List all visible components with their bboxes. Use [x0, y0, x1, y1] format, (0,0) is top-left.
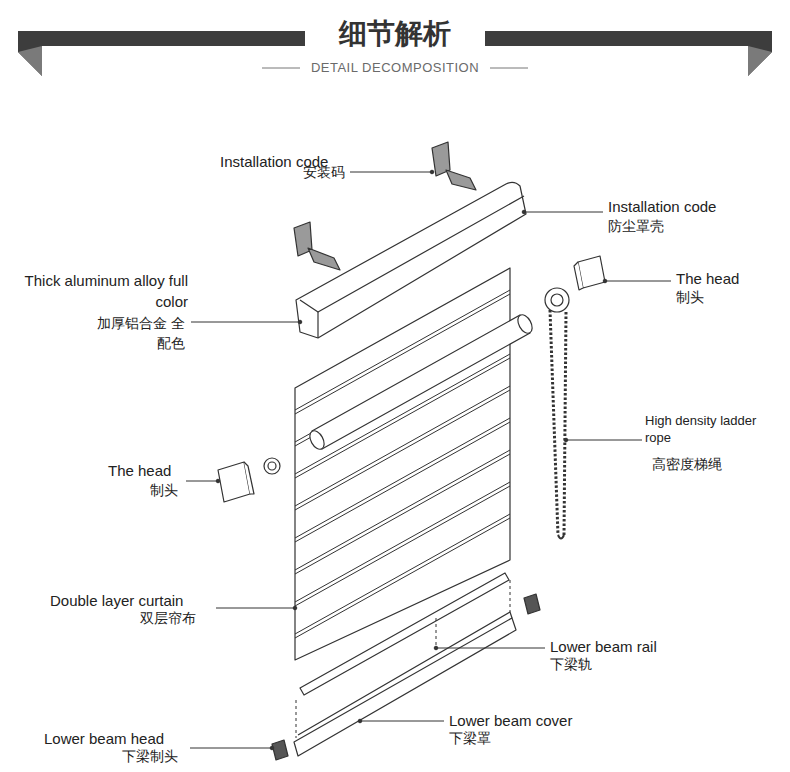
chain-gear: [545, 288, 569, 312]
lower-head: [272, 740, 288, 760]
page-title: 细节解析: [305, 17, 485, 51]
part-name-cn: 制头: [150, 482, 210, 499]
header-fold: [18, 46, 42, 76]
part-name: Lower beam head: [44, 730, 204, 748]
roller-tube: [312, 315, 530, 449]
part-name-cn: 下梁轨: [550, 656, 630, 673]
curtain: [295, 268, 510, 660]
end-ring: [264, 458, 280, 474]
subtitle-rule: [490, 68, 528, 69]
header-bar: [485, 31, 772, 76]
part-name: Lower beam rail: [550, 638, 730, 656]
leader-lines: [186, 170, 671, 750]
tube-end: [307, 428, 327, 451]
part-name: The head: [108, 462, 208, 480]
part-name-cn: 双层帘布: [140, 610, 220, 627]
part-name-cn: 防尘罩壳: [608, 218, 708, 235]
part-name-cn: 加厚铝合金 全配色: [90, 313, 185, 353]
part-name: Installation code: [220, 153, 370, 171]
part-name-cn: 高密度梯绳: [652, 456, 762, 473]
part-name-cn: 制头: [676, 289, 756, 306]
part-name: Thick aluminum alloy full color: [13, 270, 188, 312]
part-name-cn: 下梁制头: [122, 748, 202, 765]
header-fold: [748, 46, 772, 76]
part-name: Installation code: [608, 198, 758, 216]
parts: [218, 142, 605, 760]
ladder-rope: [550, 310, 566, 535]
part-name-cn: 安装码: [255, 164, 345, 181]
subtitle-rule: [262, 68, 300, 69]
subtitle: DETAIL DECOMPOSITION: [265, 60, 525, 76]
lower-head: [524, 594, 540, 614]
part-name: Lower beam cover: [449, 712, 629, 730]
part-name: High density ladder rope: [645, 412, 783, 446]
header-bar: [18, 31, 305, 76]
lower-rail: [300, 573, 509, 695]
part-name-cn: 下梁罩: [449, 730, 529, 747]
part-name: The head: [676, 270, 776, 288]
part-name: Double layer curtain: [50, 592, 230, 610]
